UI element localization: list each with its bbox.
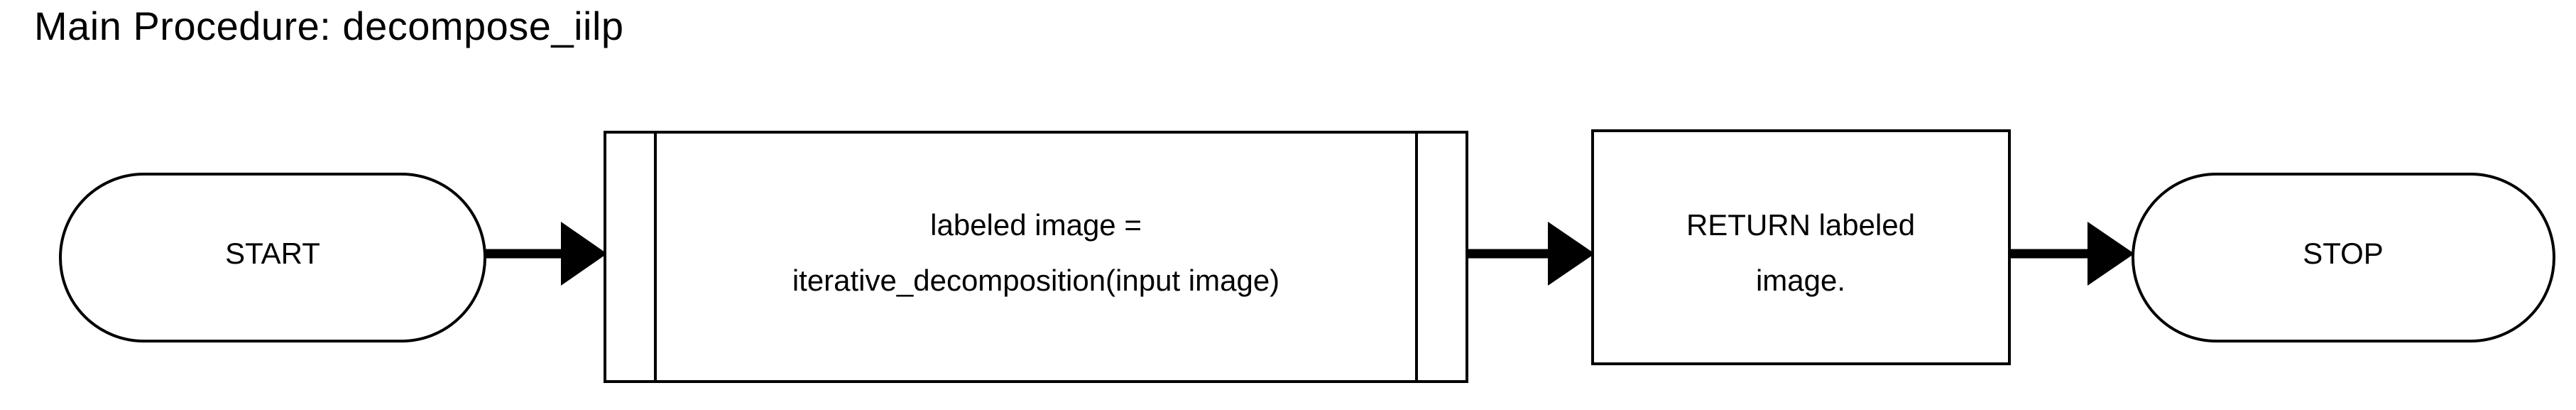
return-process-shape	[1591, 129, 2011, 365]
edge-start-to-decompose	[485, 222, 607, 286]
page-title: Main Procedure: decompose_iilp	[34, 4, 624, 48]
decompose-process-shape	[604, 131, 1468, 383]
arrowhead-icon	[561, 222, 607, 286]
node-stop[interactable]: STOP	[2132, 173, 2555, 342]
stop-label: STOP	[2303, 237, 2384, 270]
decompose-label-line1: labeled image =	[930, 208, 1142, 242]
return-label-line2: image.	[1756, 264, 1845, 297]
return-label-line1: RETURN labeled	[1686, 208, 1915, 242]
stop-terminator-shape	[2132, 173, 2555, 342]
decompose-label-line2: iterative_decomposition(input image)	[792, 264, 1279, 297]
node-return[interactable]: RETURN labeled image.	[1591, 129, 2011, 365]
edge-return-to-stop	[2009, 222, 2134, 286]
start-label: START	[225, 237, 320, 270]
arrowhead-icon	[2087, 222, 2134, 286]
edge-decompose-to-return	[1467, 222, 1595, 286]
node-decompose[interactable]: labeled image = iterative_decomposition(…	[604, 131, 1468, 383]
node-start[interactable]: START	[59, 173, 486, 342]
arrowhead-icon	[1548, 222, 1595, 286]
